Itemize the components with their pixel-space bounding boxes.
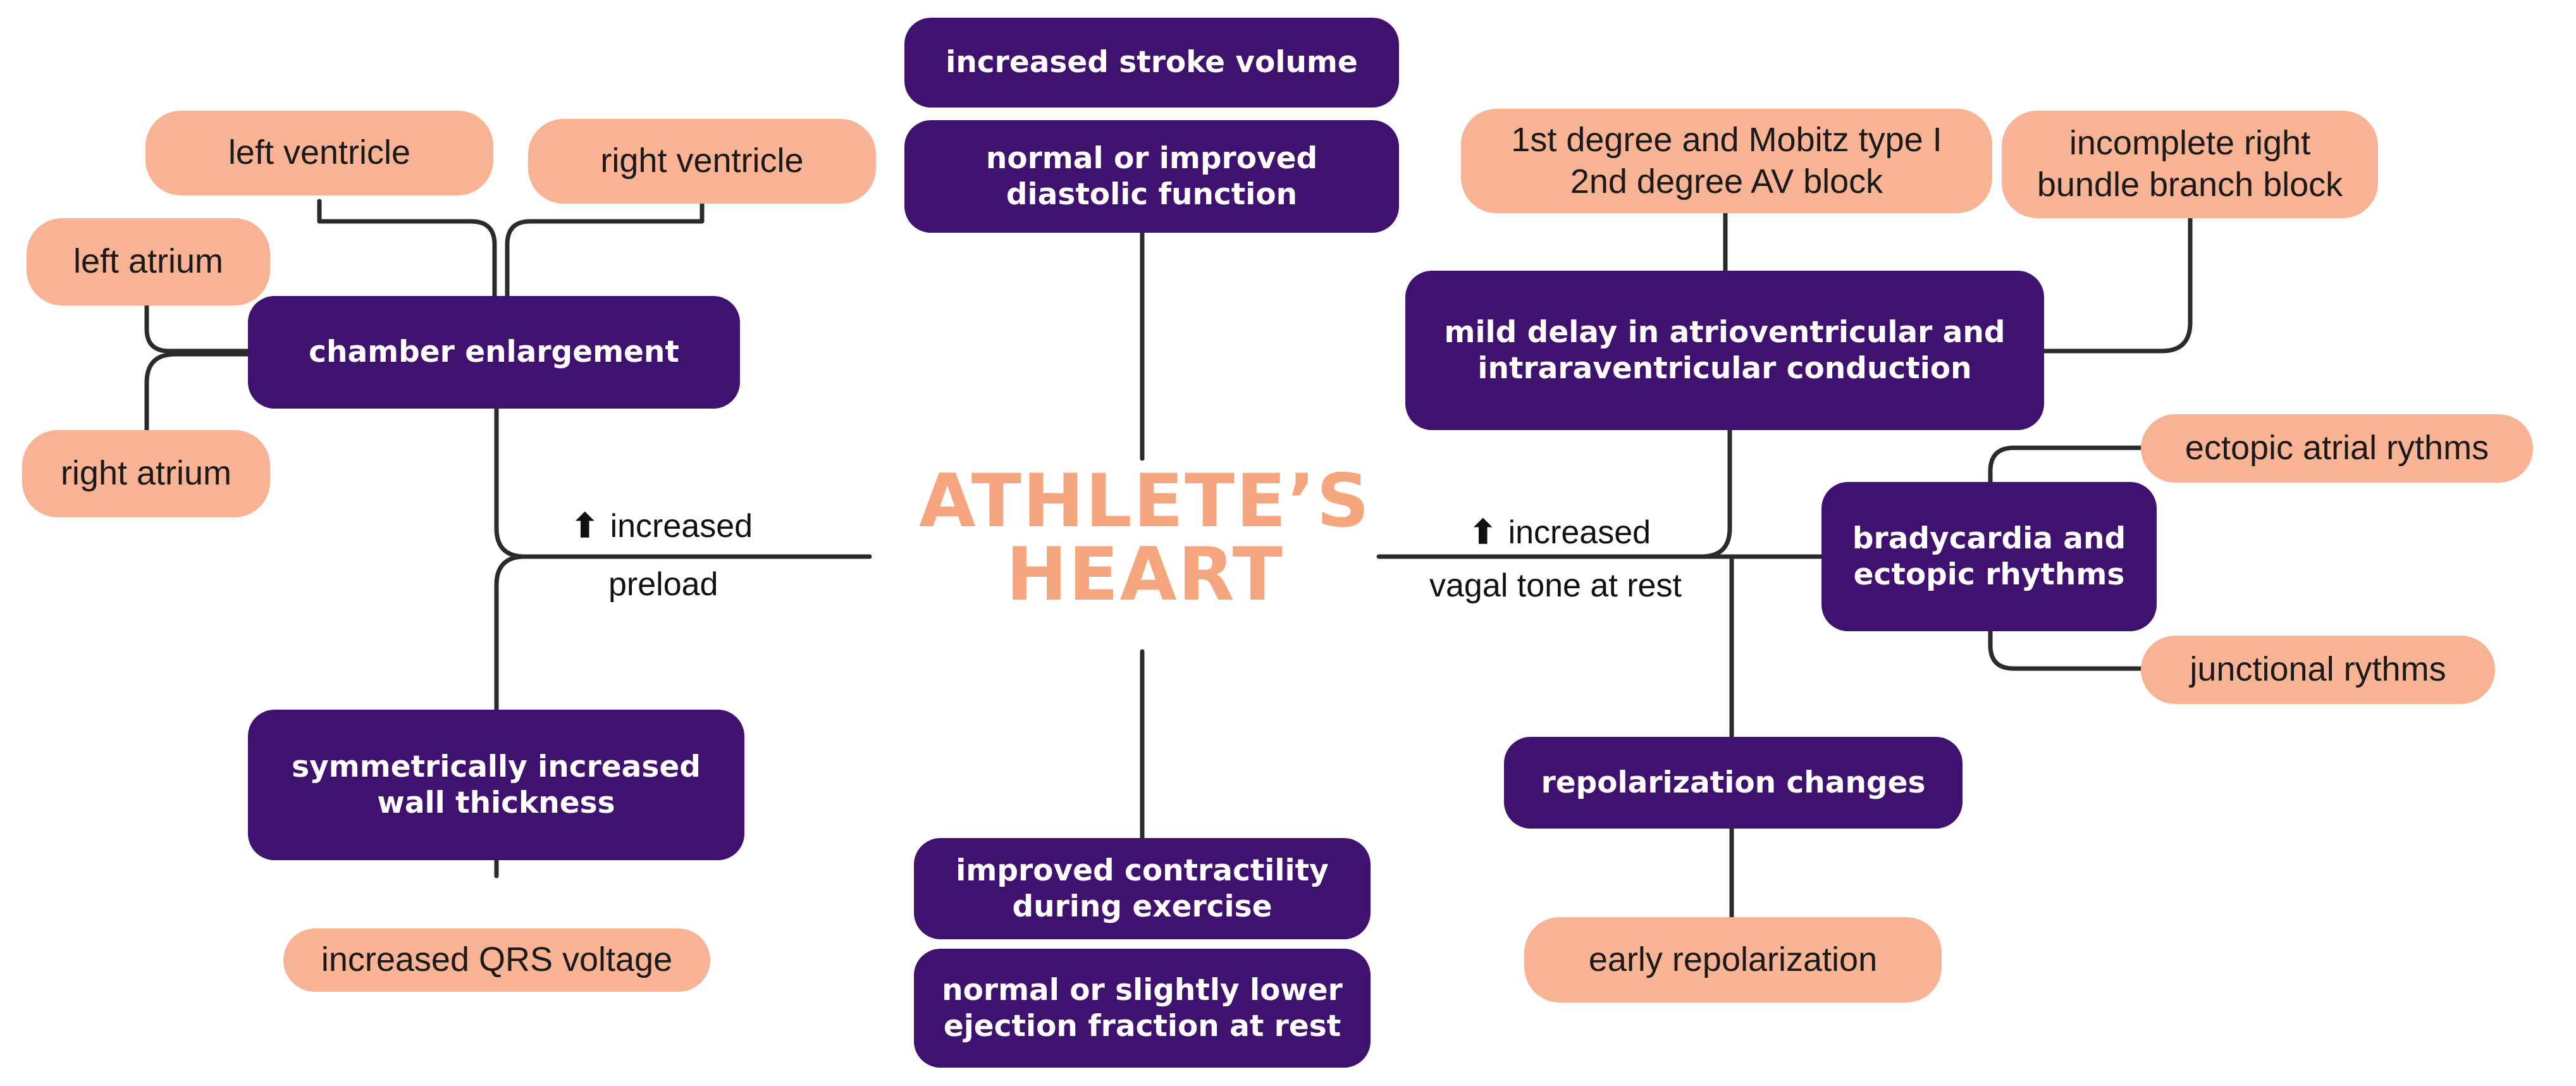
- node-contractility-line2: during exercise: [1012, 889, 1273, 924]
- node-brady-line2: ectopic rhythms: [1853, 557, 2125, 592]
- node-conduction-line2: intraraventricular conduction: [1477, 351, 1972, 386]
- connector-left-ventricle: [317, 199, 497, 306]
- node-increased-qrs-voltage: increased QRS voltage: [283, 929, 710, 992]
- node-rbbb-line2: bundle branch block: [2037, 166, 2343, 204]
- node-av-block-line1: 1st degree and Mobitz type I: [1511, 120, 1942, 159]
- right-edge-label: ⬆ increased: [1469, 516, 1651, 549]
- node-conduction-delay: mild delay in atrioventricular and intra…: [1405, 271, 2044, 430]
- node-rbbb-line1: incomplete right: [2069, 124, 2311, 163]
- node-incomplete-rbbb: incomplete right bundle branch block: [2002, 111, 2378, 218]
- node-right-ventricle: right ventricle: [528, 119, 876, 204]
- connector-left-to-chamber: [494, 402, 527, 559]
- center-title-line2: HEART: [1006, 532, 1284, 617]
- connector-right-ventricle: [505, 201, 705, 306]
- node-repolarization-changes: repolarization changes: [1504, 737, 1963, 829]
- connector-junctional: [1988, 629, 2148, 671]
- center-title: ATHLETE’S HEART: [885, 465, 1404, 612]
- left-edge-line1: increased: [610, 508, 753, 545]
- arrow-up-icon: ⬆: [571, 508, 599, 545]
- node-conduction-line1: mild delay in atrioventricular and: [1444, 314, 2006, 350]
- node-increased-stroke-volume: increased stroke volume: [904, 18, 1399, 108]
- node-av-block: 1st degree and Mobitz type I 2nd degree …: [1461, 109, 1992, 213]
- left-edge-label: ⬆ increased: [571, 510, 753, 543]
- node-junctional-rythms: junctional rythms: [2141, 636, 2495, 704]
- node-left-ventricle: left ventricle: [145, 111, 493, 195]
- node-wall-thickness: symmetrically increased wall thickness: [248, 710, 744, 860]
- arrow-up-icon: ⬆: [1469, 514, 1497, 551]
- node-brady-line1: bradycardia and: [1852, 521, 2126, 556]
- node-wall-line1: symmetrically increased: [292, 749, 701, 784]
- node-bradycardia-ectopic: bradycardia and ectopic rhythms: [1821, 482, 2157, 631]
- node-diastolic-function: normal or improved diastolic function: [904, 120, 1399, 233]
- connector-rbbb: [2042, 216, 2193, 354]
- node-improved-contractility: improved contractility during exercise: [914, 838, 1371, 939]
- node-early-repolarization: early repolarization: [1524, 917, 1942, 1003]
- connector-left-atrium: [144, 303, 252, 354]
- node-contractility-line1: improved contractility: [956, 853, 1329, 888]
- node-ejection-line2: ejection fraction at rest: [943, 1009, 1341, 1044]
- center-title-line1: ATHLETE’S: [918, 459, 1371, 544]
- left-edge-line2: preload: [608, 566, 718, 603]
- connector-right-atrium: [144, 352, 252, 436]
- node-av-block-line2: 2nd degree AV block: [1570, 162, 1883, 201]
- node-diastolic-line2: diastolic function: [1006, 177, 1298, 212]
- node-ejection-line1: normal or slightly lower: [942, 972, 1343, 1008]
- right-edge-line1: increased: [1508, 514, 1651, 551]
- node-left-atrium: left atrium: [27, 218, 270, 305]
- node-ejection-fraction: normal or slightly lower ejection fracti…: [914, 949, 1371, 1068]
- right-edge-line2: vagal tone at rest: [1429, 567, 1682, 604]
- node-chamber-enlargement: chamber enlargement: [248, 296, 740, 409]
- node-wall-line2: wall thickness: [377, 786, 615, 820]
- node-diastolic-line1: normal or improved: [985, 140, 1318, 176]
- node-right-atrium: right atrium: [22, 430, 270, 517]
- node-ectopic-atrial-rythms: ectopic atrial rythms: [2141, 414, 2533, 483]
- connector-ectopic-atrial: [1988, 445, 2148, 484]
